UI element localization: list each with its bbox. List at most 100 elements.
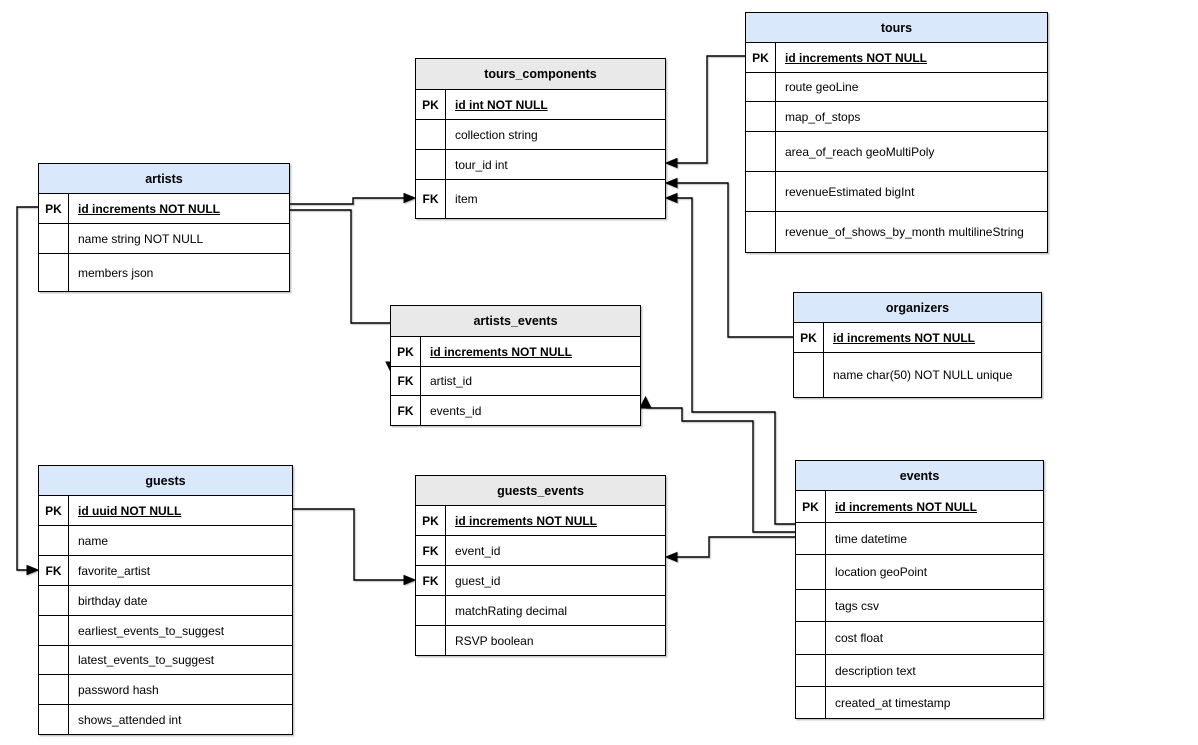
table-title-tours_components: tours_components	[416, 59, 665, 89]
row-tours_components-collection: collection string	[416, 119, 665, 149]
rel-events-tours_components-line	[677, 197, 795, 525]
row-guests-shows_attended: shows_attended int	[39, 704, 292, 734]
row-tours-route: route geoLine	[746, 72, 1047, 101]
key-cell-blank	[39, 254, 69, 291]
key-cell-blank	[796, 622, 826, 654]
field-cell-earliest_events_to_suggest: earliest_events_to_suggest	[78, 623, 225, 638]
key-cell-fk: FK	[391, 367, 421, 395]
key-cell-pk: PK	[391, 337, 421, 366]
field-cell-location: location geoPoint	[835, 565, 928, 579]
field-cell-id: id uuid NOT NULL	[78, 503, 182, 518]
field-cell-tour_id: tour_id int	[455, 157, 508, 172]
key-cell-blank	[416, 150, 446, 179]
row-events-description: description text	[796, 654, 1043, 686]
rel-artists-guests-line	[16, 206, 38, 571]
field-cell-item: item	[455, 192, 478, 206]
table-title-guests_events: guests_events	[416, 476, 665, 505]
key-cell-blank	[39, 705, 69, 734]
row-guests-birthday: birthday date	[39, 585, 292, 615]
field-cell-cost: cost float	[835, 631, 884, 645]
key-cell-blank	[794, 353, 824, 397]
row-tours-map_of_stops: map_of_stops	[746, 101, 1047, 131]
row-artists_events-events_id: FK events_id	[391, 395, 640, 425]
key-cell-blank	[39, 526, 69, 555]
field-cell-matchRating: matchRating decimal	[455, 603, 568, 618]
key-cell-blank	[416, 120, 446, 149]
row-tours_components-tour_id: tour_id int	[416, 149, 665, 179]
key-cell-blank	[746, 73, 776, 101]
key-cell-fk: FK	[391, 396, 421, 425]
rel-artists-guests-arrowhead	[26, 564, 40, 576]
table-title-events: events	[796, 461, 1043, 490]
key-cell-pk: PK	[416, 90, 446, 119]
row-events-location: location geoPoint	[796, 554, 1043, 589]
key-cell-blank	[796, 655, 826, 686]
field-cell-route: route geoLine	[785, 80, 859, 94]
field-cell-name: name	[78, 533, 109, 548]
rel-events-tours_components-arrowhead	[664, 192, 678, 204]
key-cell-blank	[796, 523, 826, 554]
table-title-artists: artists	[39, 164, 289, 193]
row-artists-name: name string NOT NULL	[39, 223, 289, 253]
field-cell-id: id increments NOT NULL	[835, 499, 978, 514]
field-cell-events_id: events_id	[430, 403, 482, 418]
row-tours-area_of_reach: area_of_reach geoMultiPoly	[746, 131, 1047, 171]
rel-tours-tours_components-line	[677, 55, 745, 164]
key-cell-pk: PK	[39, 194, 69, 223]
key-cell-blank	[746, 212, 776, 252]
row-guests_events-matchRating: matchRating decimal	[416, 595, 665, 625]
key-cell-blank	[796, 590, 826, 621]
key-cell-pk: PK	[39, 496, 69, 525]
field-cell-created_at: created_at timestamp	[835, 695, 951, 710]
rel-events-artists_events-arrowhead	[639, 395, 652, 409]
table-title-guests: guests	[39, 466, 292, 495]
field-cell-description: description text	[835, 663, 916, 678]
key-cell-blank	[39, 646, 69, 674]
row-events-time: time datetime	[796, 522, 1043, 554]
key-cell-blank	[39, 675, 69, 704]
field-cell-password: password hash	[78, 682, 159, 697]
rel-guests-guests_events-line	[293, 508, 404, 581]
table-title-organizers: organizers	[794, 293, 1041, 322]
row-events-created_at: created_at timestamp	[796, 686, 1043, 718]
rel-guests-guests_events-arrowhead	[403, 574, 417, 586]
row-guests-password: password hash	[39, 674, 292, 704]
rel-events-guests_events-line	[677, 536, 795, 558]
field-cell-collection: collection string	[455, 127, 538, 142]
key-cell-fk: FK	[39, 556, 69, 585]
field-cell-area_of_reach: area_of_reach geoMultiPoly	[785, 144, 935, 159]
row-guests-id: PK id uuid NOT NULL	[39, 495, 292, 525]
key-cell-blank	[39, 224, 69, 253]
row-guests_events-RSVP: RSVP boolean	[416, 625, 665, 655]
field-cell-members: members json	[78, 265, 154, 280]
key-cell-pk: PK	[794, 323, 824, 352]
row-events-tags: tags csv	[796, 589, 1043, 621]
field-cell-guest_id: guest_id	[455, 573, 501, 588]
rel-artists-tours_components-arrowhead	[403, 192, 417, 204]
row-tours-revenueEstimated: revenueEstimated bigInt	[746, 171, 1047, 211]
table-title-tours: tours	[746, 13, 1047, 42]
row-organizers-name: name char(50) NOT NULL unique	[794, 352, 1041, 397]
key-cell-blank	[796, 687, 826, 718]
field-cell-RSVP: RSVP boolean	[455, 633, 534, 648]
key-cell-blank	[746, 172, 776, 211]
rel-artists-tours_components-line	[290, 197, 404, 205]
key-cell-fk: FK	[416, 536, 446, 565]
field-cell-name: name string NOT NULL	[78, 231, 204, 246]
key-cell-fk: FK	[416, 180, 446, 218]
